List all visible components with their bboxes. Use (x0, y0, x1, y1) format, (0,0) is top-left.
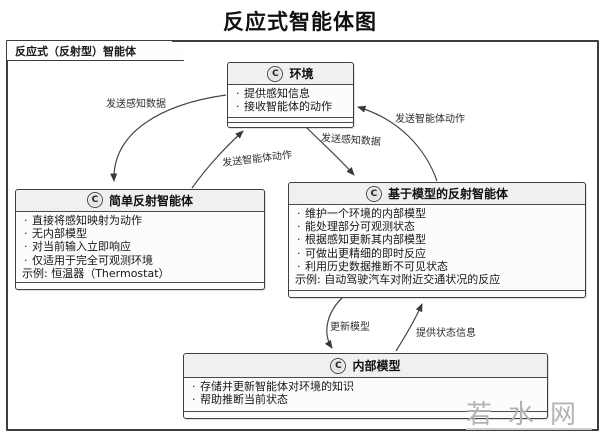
list-item: 能处理部分可观测状态 (295, 220, 579, 233)
empty-compartment (289, 290, 585, 297)
class-box-internal-model: C 内部模型 存储并更新智能体对环境的知识 帮助推断当前状态 (183, 353, 548, 419)
class-box-environment: C 环境 提供感知信息 接收智能体的动作 (227, 62, 354, 128)
edge-label-send-agent-action-right: 发送智能体动作 (395, 114, 465, 125)
class-icon: C (267, 65, 284, 82)
class-box-model-body: 维护一个环境的内部模型 能处理部分可观测状态 根据感知更新其内部模型 可做出更精… (289, 205, 585, 290)
class-box-environment-body: 提供感知信息 接收智能体的动作 (228, 85, 353, 117)
class-box-simple-body: 直接将感知映射为动作 无内部模型 对当前输入立即响应 仅适用于完全可观测环境 示… (16, 212, 264, 282)
class-box-model-based-agent: C 基于模型的反射智能体 维护一个环境的内部模型 能处理部分可观测状态 根据感知… (288, 182, 586, 298)
example-note: 示例: 恒温器（Thermostat） (22, 266, 170, 280)
list-item: 仅适用于完全可观测环境 (22, 254, 258, 267)
class-box-model-header: C 基于模型的反射智能体 (289, 183, 585, 205)
list-item: 提供感知信息 (234, 87, 347, 100)
class-box-environment-header: C 环境 (228, 63, 353, 85)
empty-compartment (16, 282, 264, 289)
class-box-internal-header: C 内部模型 (184, 354, 547, 378)
class-box-simple-header: C 简单反射智能体 (16, 190, 264, 212)
edge-label-send-percept-data-left: 发送感知数据 (106, 99, 166, 110)
frame-tab-label: 反应式（反射型）智能体 (7, 41, 184, 61)
diagram-title: 反应式智能体图 (223, 10, 377, 34)
list-item: 对当前输入立即响应 (22, 240, 258, 253)
empty-compartment (184, 411, 547, 418)
list-item: 存储并更新智能体对环境的知识 (190, 380, 541, 393)
class-icon: C (86, 192, 103, 209)
class-box-simple-title: 简单反射智能体 (108, 193, 193, 208)
watermark: 若水网 (465, 400, 592, 430)
edge-label-update-model: 更新模型 (330, 322, 370, 333)
frame-reactive-agents: 反应式（反射型）智能体 (6, 40, 599, 431)
example-note: 示例: 自动驾驶汽车对附近交通状况的反应 (295, 273, 501, 287)
class-box-internal-body: 存储并更新智能体对环境的知识 帮助推断当前状态 (184, 378, 547, 411)
class-box-internal-title: 内部模型 (352, 359, 401, 373)
list-item: 直接将感知映射为动作 (22, 214, 258, 227)
class-icon: C (330, 357, 347, 374)
list-item: 无内部模型 (22, 227, 258, 240)
list-item: 利用历史数据推断不可见状态 (295, 260, 579, 273)
class-box-environment-title: 环境 (289, 67, 314, 81)
empty-compartment (228, 117, 353, 122)
class-box-simple-reflex-agent: C 简单反射智能体 直接将感知映射为动作 无内部模型 对当前输入立即响应 仅适用… (15, 189, 265, 290)
class-icon: C (365, 185, 382, 202)
list-item: 维护一个环境的内部模型 (295, 207, 579, 220)
list-item: 可做出更精细的即时反应 (295, 247, 579, 260)
list-item: 根据感知更新其内部模型 (295, 233, 579, 246)
empty-compartment (228, 122, 353, 127)
edge-label-provide-state-info: 提供状态信息 (416, 328, 476, 339)
list-item: 帮助推断当前状态 (190, 393, 541, 406)
class-box-model-title: 基于模型的反射智能体 (387, 187, 508, 201)
list-item: 接收智能体的动作 (234, 100, 347, 113)
